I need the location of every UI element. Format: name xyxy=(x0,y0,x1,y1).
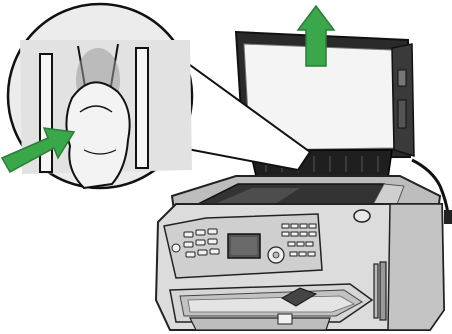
push-arrow-icon xyxy=(0,127,76,174)
panel-knob-icon xyxy=(171,243,181,253)
power-cord-plug xyxy=(444,210,452,224)
top-button-icon xyxy=(353,209,371,223)
hand xyxy=(65,81,131,190)
lift-up-arrow-icon xyxy=(296,4,336,67)
power-cord xyxy=(411,158,450,215)
printer-body xyxy=(154,175,446,331)
